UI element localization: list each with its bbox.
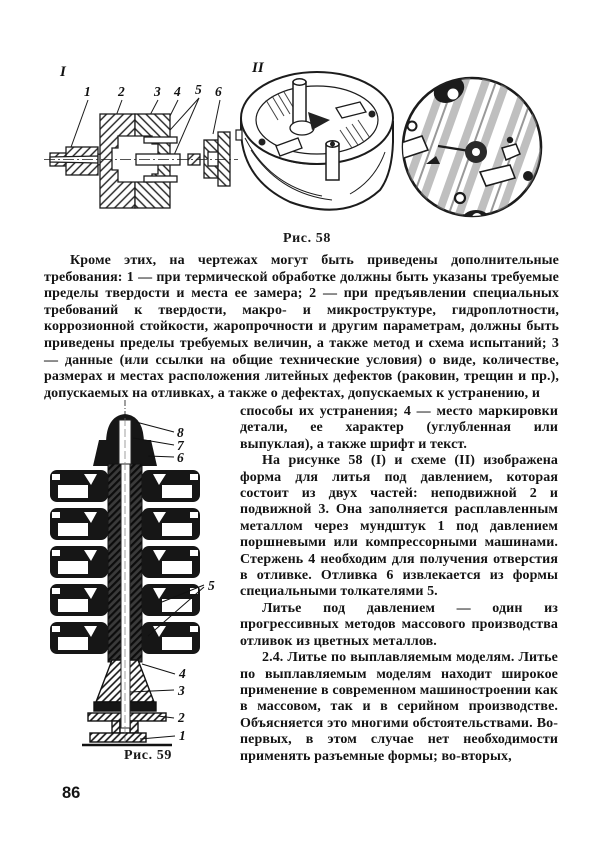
callout-2: 2 — [117, 84, 125, 99]
casting-clusters — [50, 470, 200, 654]
callout-3: 3 — [153, 84, 161, 99]
sprue-channel — [120, 463, 131, 729]
right-text-column: способы их устранения; 4 — место маркиро… — [240, 404, 558, 765]
figure-59-caption: Рис. 59 — [123, 748, 173, 763]
mold-perspective-view: II — [235, 60, 543, 218]
callout-5: 5 — [208, 578, 215, 593]
figure-58-caption: Рис. 58 — [282, 231, 332, 246]
mold-section-view: I 1 2 3 4 5 6 — [44, 64, 238, 209]
part-i-label: I — [59, 64, 67, 80]
callout-2: 2 — [177, 710, 185, 725]
callout-7: 7 — [177, 438, 185, 453]
callout-4: 4 — [178, 666, 186, 681]
part-ii-label: II — [251, 60, 265, 76]
paragraph-die-casting-mold: На рисунке 58 (I) и схеме (II) изображен… — [240, 453, 558, 600]
callout-4: 4 — [173, 84, 181, 99]
page-number: 86 — [62, 784, 81, 802]
callout-3: 3 — [177, 683, 185, 698]
figure-58-drawing: I 1 2 3 4 5 6 — [44, 60, 543, 218]
callout-1: 1 — [179, 728, 186, 743]
callout-6: 6 — [177, 450, 184, 465]
paragraph-die-casting-summary: Литье под давлением — один из прогрессив… — [240, 600, 558, 649]
callout-5: 5 — [195, 82, 202, 97]
section-2-4-text: Литье по выплавляемым моделям находит ши… — [240, 650, 558, 764]
callout-6: 6 — [215, 84, 222, 99]
callout-8: 8 — [177, 425, 184, 440]
section-heading-2-4: 2.4. Литье по выплавляемым моделям. — [262, 650, 519, 666]
figure-59-drawing: 8 7 6 5 4 3 2 1 — [50, 400, 215, 747]
paragraph-requirements: Кроме этих, на чертежах могут быть приве… — [44, 253, 559, 402]
paragraph-requirements-text: Кроме этих, на чертежах могут быть приве… — [44, 253, 559, 401]
callout-1: 1 — [84, 84, 91, 99]
paragraph-requirements-continued: способы их устранения; 4 — место маркиро… — [240, 404, 558, 452]
paragraph-investment-casting: 2.4. Литье по выплавляемым моделям. Лить… — [240, 650, 558, 765]
